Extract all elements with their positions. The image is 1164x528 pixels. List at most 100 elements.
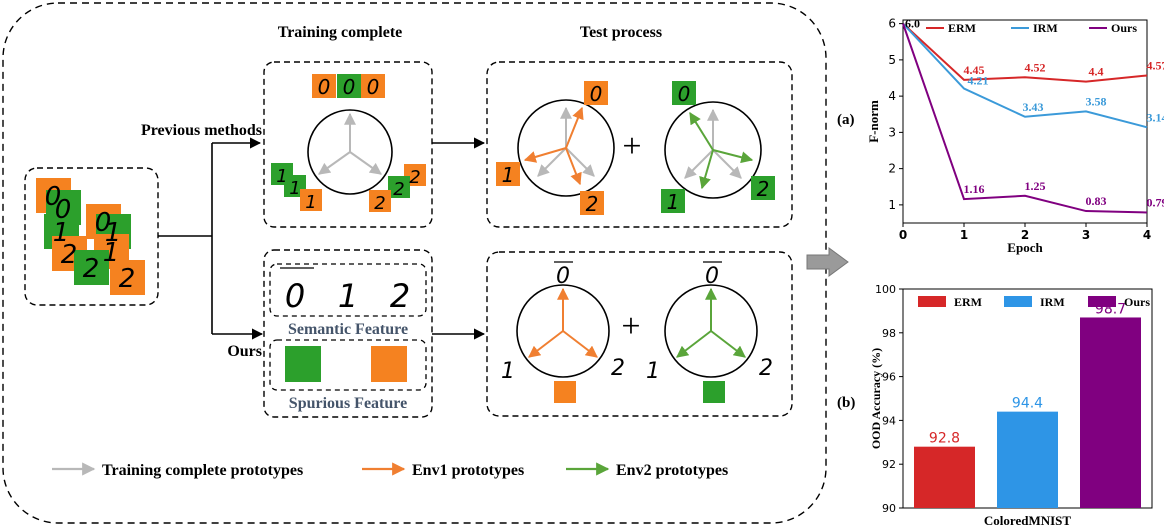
orange-prototype-arrow — [562, 330, 598, 358]
input-digit: 0 — [45, 182, 62, 212]
digit-label: 2 — [757, 177, 770, 201]
previous-training-box — [263, 61, 433, 228]
semantic-feature-box — [269, 263, 427, 317]
y-axis-label: OOD Accuracy (%) — [869, 348, 883, 449]
input-tile — [110, 260, 145, 295]
data-label: 4.45 — [964, 63, 985, 77]
y-tick-label: 2 — [888, 162, 896, 176]
digit-label: 0 — [590, 82, 603, 106]
legend-label: Ours — [1111, 21, 1137, 35]
previous-methods-label: Previous methods — [141, 122, 262, 139]
legend-swatch — [1088, 296, 1116, 307]
input-digit: 1 — [53, 218, 70, 248]
digit-label: 0 — [556, 264, 570, 289]
y-tick-label: 6 — [888, 17, 896, 31]
y-tick-label: 3 — [888, 125, 896, 139]
legend-swatch — [1004, 296, 1032, 307]
orange-prototype-arrow — [528, 330, 564, 358]
data-label: 3.58 — [1086, 94, 1107, 108]
y-tick-label: 100 — [875, 283, 896, 296]
previous-test-box — [486, 61, 793, 228]
data-label: 4.21 — [968, 74, 989, 88]
previous-test-env1: 0 1 2 — [496, 81, 615, 216]
method-diagram: Training complete Test process 0 0 0 1 1… — [2, 2, 827, 524]
series-line-ours — [902, 23, 1148, 214]
legend-label-env1: Env1 prototypes — [412, 462, 524, 479]
x-axis-label: Epoch — [1007, 240, 1043, 255]
digit-label: 0 — [343, 75, 356, 99]
digit-label: 0 — [367, 75, 380, 99]
ours-test-env2: 0 1 2 — [646, 261, 773, 403]
data-label: 4.4 — [1089, 65, 1104, 79]
gray-prototype-arrow — [349, 151, 382, 175]
digit-label: 1 — [667, 190, 680, 214]
bar-value-label: 94.4 — [1012, 396, 1043, 412]
input-digit: 1 — [105, 218, 122, 248]
y-axis-label: F-norm — [866, 100, 881, 143]
env1-color-swatch — [554, 381, 576, 403]
x-tick-label: 0 — [899, 228, 907, 242]
y-tick-label: 94 — [882, 414, 896, 427]
semantic-digit: 0 — [285, 277, 305, 315]
data-label: 1.25 — [1025, 179, 1046, 193]
digit-tile — [584, 81, 608, 105]
green-prototype-arrow — [699, 149, 714, 190]
y-tick-label: 5 — [888, 53, 896, 67]
prototype-legend: Training complete prototypes Env1 protot… — [52, 462, 728, 479]
bar-value-label: 92.8 — [929, 431, 960, 447]
data-label: 0.83 — [1086, 194, 1107, 208]
gray-prototype-arrow — [684, 149, 714, 179]
x-tick-label: 4 — [1143, 228, 1151, 242]
spurious-feature-label: Spurious Feature — [289, 395, 407, 412]
legend-label: ERM — [948, 21, 976, 35]
data-label: 3.14 — [1147, 110, 1164, 124]
legend-label: Ours — [1124, 295, 1150, 309]
orange-prototype-arrow — [565, 147, 582, 186]
input-digit: 2 — [61, 240, 78, 270]
orange-prototype-arrow — [565, 106, 584, 149]
gray-prototype-arrow — [318, 151, 351, 175]
x-tick-label: 1 — [960, 228, 968, 242]
bar-erm — [914, 446, 975, 508]
x-tick-label: 3 — [1082, 228, 1090, 242]
digit-label: 1 — [289, 178, 300, 199]
green-prototype-arrow — [710, 330, 746, 358]
legend-label-env2: Env2 prototypes — [616, 462, 728, 479]
gray-prototype-arrow — [565, 147, 595, 177]
ours-test-env1: 0 1 2 — [501, 261, 625, 403]
start-value-label: 6.0 — [905, 17, 920, 31]
semantic-digit: 1 — [338, 277, 358, 315]
x-axis-label: ColoredMNIST — [984, 513, 1071, 528]
semantic-digit: 2 — [390, 277, 410, 315]
fnorm-line-chart: 12345601234EpochF-norm4.454.524.44.574.2… — [866, 17, 1164, 255]
digit-tile — [300, 189, 322, 211]
digit-label: 0 — [318, 75, 331, 99]
green-prototype-arrow — [712, 149, 754, 164]
orange-prototype-arrow — [523, 147, 567, 163]
ours-training-box — [263, 249, 433, 418]
digit-label: 1 — [276, 166, 287, 187]
data-label: 3.43 — [1023, 100, 1044, 114]
data-label: 1.16 — [964, 182, 985, 196]
digit-tile — [580, 191, 604, 215]
digit-label: 1 — [646, 359, 660, 384]
bar-ours — [1080, 317, 1141, 508]
digit-tile — [496, 162, 520, 186]
ours-label: Ours — [227, 343, 262, 360]
legend-swatch — [918, 296, 946, 307]
green-prototype-arrow — [676, 330, 712, 358]
digit-tile — [661, 189, 685, 213]
digit-label: 1 — [305, 192, 316, 213]
digit-label: 2 — [409, 167, 420, 188]
data-label: 4.57 — [1147, 58, 1164, 72]
ours-test-box — [486, 251, 793, 417]
digit-tile — [751, 176, 775, 200]
gray-prototype-arrow — [712, 149, 742, 179]
digit-label: 2 — [611, 356, 625, 381]
panel-label-a: (a) — [837, 112, 855, 128]
spurious-green-swatch — [285, 346, 321, 382]
legend-label-training: Training complete prototypes — [102, 462, 303, 479]
digit-tile — [361, 74, 385, 98]
digit-tile — [337, 74, 361, 98]
previous-training-prototypes: 0 0 0 1 1 1 2 2 2 — [271, 74, 426, 214]
